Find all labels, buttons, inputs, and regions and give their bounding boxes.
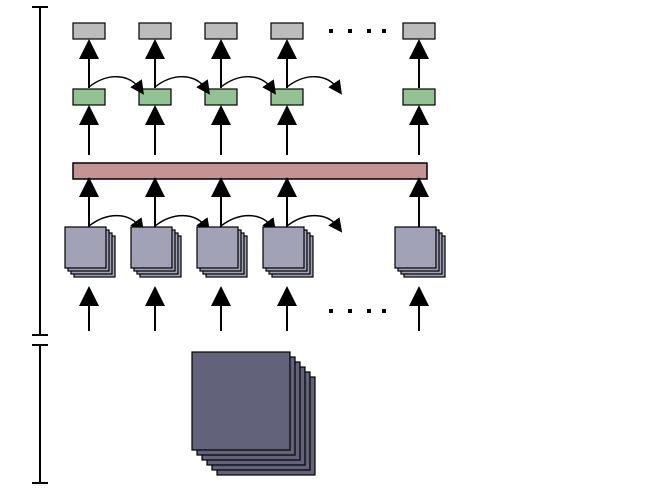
feature-connector bbox=[154, 214, 211, 233]
bottom-ellipsis bbox=[329, 309, 386, 313]
feature-connector bbox=[286, 214, 343, 233]
output-box bbox=[138, 22, 172, 40]
recurrent-connector bbox=[154, 76, 210, 95]
feature-connectors bbox=[88, 214, 343, 233]
output-box bbox=[72, 22, 106, 40]
output-box bbox=[204, 22, 238, 40]
bottom-arrow-row bbox=[79, 286, 429, 331]
recurrent-cell bbox=[72, 88, 106, 106]
output-box bbox=[402, 22, 436, 40]
recurrent-cell bbox=[402, 88, 436, 106]
recurrent-connectors bbox=[88, 76, 342, 95]
feature-arrows bbox=[79, 177, 429, 227]
recurrent-connector bbox=[88, 76, 144, 95]
shared-projection-bar bbox=[72, 162, 428, 180]
recurrent-cell bbox=[270, 88, 304, 106]
recurrent-cell bbox=[138, 88, 172, 106]
feature-map-layer bbox=[64, 226, 107, 269]
ellipsis-dot bbox=[367, 29, 371, 33]
ellipsis-dot bbox=[329, 29, 333, 33]
input-feature-stack bbox=[191, 351, 316, 476]
output-box bbox=[270, 22, 304, 40]
feature-map-layer bbox=[262, 226, 305, 269]
input-map-layer bbox=[191, 351, 291, 451]
feature-connector bbox=[220, 214, 277, 233]
top-arrow-row bbox=[79, 39, 429, 88]
recurrent-cell bbox=[204, 88, 238, 106]
left-brackets bbox=[32, 6, 48, 484]
ellipsis-dot bbox=[348, 29, 352, 33]
top-output-row bbox=[72, 22, 436, 40]
feature-map-layer bbox=[130, 226, 173, 269]
top-ellipsis bbox=[329, 29, 386, 33]
feature-map-layer bbox=[196, 226, 239, 269]
feature-stack-row bbox=[64, 226, 446, 278]
recurrent-connector bbox=[220, 76, 276, 95]
recurrent-row bbox=[72, 88, 436, 106]
feature-connector bbox=[88, 214, 145, 233]
ellipsis-dot bbox=[382, 29, 386, 33]
feature-map-layer bbox=[394, 226, 437, 269]
recurrent-connector bbox=[286, 76, 342, 95]
middle-arrows bbox=[79, 105, 429, 155]
ellipsis-dot bbox=[329, 309, 333, 313]
ellipsis-dot bbox=[367, 309, 371, 313]
ellipsis-dot bbox=[348, 309, 352, 313]
ellipsis-dot bbox=[382, 309, 386, 313]
